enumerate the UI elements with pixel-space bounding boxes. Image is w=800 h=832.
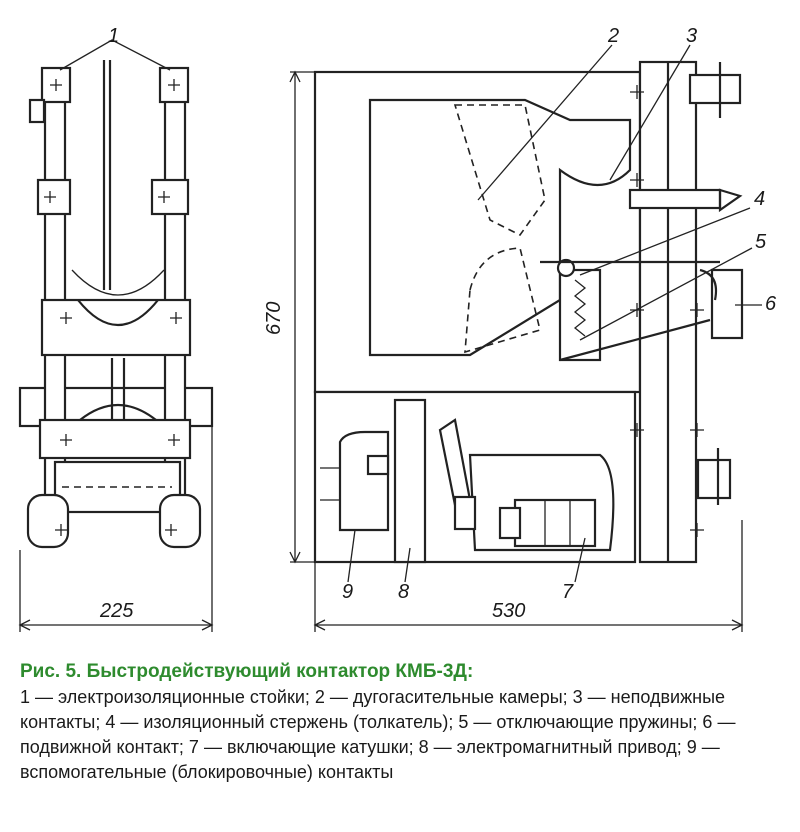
callout-3: 3	[686, 25, 697, 47]
dimension-530: 530	[492, 600, 525, 622]
callout-8: 8	[398, 581, 409, 603]
callout-5: 5	[755, 231, 767, 253]
callout-1: 1	[108, 25, 119, 47]
dimension-225: 225	[99, 600, 134, 622]
dimension-670: 670	[263, 302, 285, 335]
callout-4: 4	[754, 188, 765, 210]
dimension-lines	[18, 70, 744, 632]
front-view	[18, 39, 214, 549]
side-view	[313, 44, 762, 583]
callout-9: 9	[342, 581, 353, 603]
callout-2: 2	[607, 25, 619, 47]
caption-title: Рис. 5. Быстродействующий контактор КМБ-…	[20, 661, 474, 682]
callout-6: 6	[765, 293, 777, 315]
figure-caption: Рис. 5. Быстродействующий контактор КМБ-…	[20, 660, 790, 785]
contactor-drawing: 1 2 3 4 5 6 7 8 9 225 530 670	[18, 25, 777, 632]
caption-legend: 1 — электроизоляционные стойки; 2 — дуго…	[20, 687, 736, 782]
callout-7: 7	[562, 581, 574, 603]
